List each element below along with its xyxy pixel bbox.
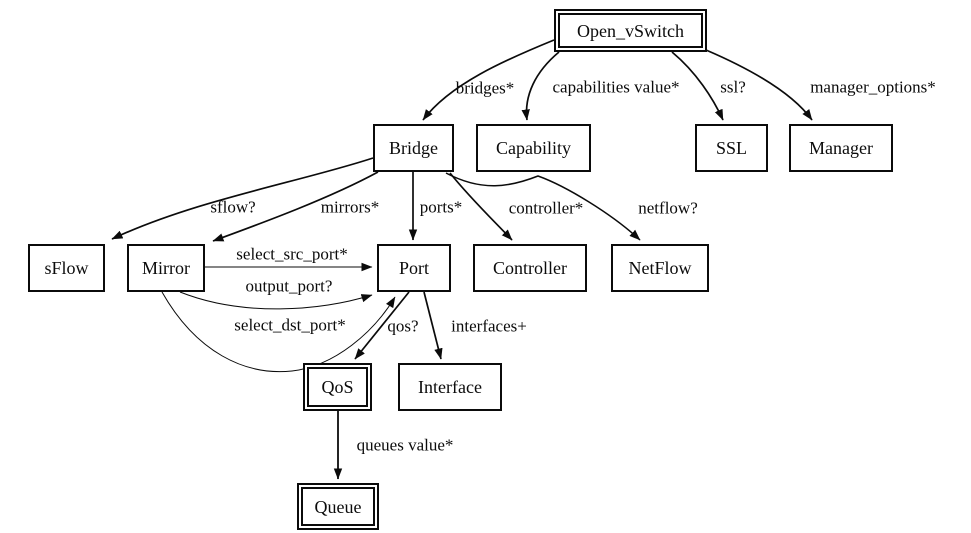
- node-label-netflow: NetFlow: [628, 258, 692, 278]
- edge-label-queues: queues value*: [356, 435, 454, 455]
- node-manager: Manager: [789, 124, 893, 172]
- node-controller: Controller: [473, 244, 587, 292]
- node-queue: Queue: [297, 483, 379, 530]
- edge-label-qos_ref: qos?: [387, 316, 419, 336]
- edge-label-ports: ports*: [419, 197, 463, 217]
- node-label-open_vswitch: Open_vSwitch: [577, 20, 684, 41]
- node-label-mirror: Mirror: [142, 258, 190, 278]
- node-qos: QoS: [303, 363, 372, 411]
- node-sflow: sFlow: [28, 244, 105, 292]
- edge-label-manager_options: manager_options*: [810, 77, 936, 97]
- edge-netflow_ref: [445, 172, 641, 241]
- edge-label-interfaces: interfaces+: [451, 316, 527, 336]
- edge-qos_ref: [354, 291, 410, 360]
- node-port: Port: [377, 244, 451, 292]
- node-label-sflow: sFlow: [44, 258, 89, 278]
- node-border-bridge: Bridge: [375, 126, 452, 170]
- edge-controller_ref: [449, 172, 513, 241]
- node-border-sflow: sFlow: [30, 246, 103, 290]
- node-label-capability: Capability: [496, 138, 571, 158]
- edge-label-bridges: bridges*: [455, 78, 515, 98]
- node-border-controller: Controller: [475, 246, 585, 290]
- node-interface: Interface: [398, 363, 502, 411]
- node-label-ssl: SSL: [715, 138, 748, 158]
- node-border-capability: Capability: [478, 126, 589, 170]
- node-border-ssl: SSL: [697, 126, 766, 170]
- node-border-queue: Queue: [301, 487, 375, 526]
- node-border-interface: Interface: [400, 365, 500, 409]
- edge-label-capabilities: capabilities value*: [552, 77, 680, 97]
- edge-capabilities: [521, 51, 560, 121]
- edge-label-controller_ref: controller*: [508, 198, 584, 218]
- edge-bridges: [422, 39, 555, 121]
- node-border-port: Port: [379, 246, 449, 290]
- node-label-interface: Interface: [418, 377, 482, 397]
- edge-label-ssl_ref: ssl?: [720, 77, 746, 97]
- node-border-manager: Manager: [791, 126, 891, 170]
- edge-interfaces: [423, 291, 443, 360]
- edge-label-output_port: output_port?: [245, 276, 333, 296]
- node-border-netflow: NetFlow: [613, 246, 707, 290]
- node-label-manager: Manager: [809, 138, 873, 158]
- edge-sflow_ref: [111, 157, 374, 240]
- node-bridge: Bridge: [373, 124, 454, 172]
- node-mirror: Mirror: [127, 244, 205, 292]
- edge-output_port: [179, 291, 373, 310]
- node-ssl: SSL: [695, 124, 768, 172]
- node-capability: Capability: [476, 124, 591, 172]
- edge-manager_options: [705, 49, 813, 121]
- node-border-mirror: Mirror: [129, 246, 203, 290]
- edge-select_dst_port: [161, 291, 396, 373]
- edge-mirrors: [212, 171, 379, 242]
- edge-label-select_dst_port: select_dst_port*: [234, 315, 346, 335]
- node-label-port: Port: [398, 258, 429, 278]
- edge-label-mirrors: mirrors*: [320, 197, 380, 217]
- node-border-open_vswitch: Open_vSwitch: [558, 13, 703, 48]
- edge-ssl_ref: [671, 51, 724, 121]
- node-label-queue: Queue: [314, 496, 362, 517]
- node-label-controller: Controller: [493, 258, 567, 278]
- node-label-qos: QoS: [321, 377, 354, 397]
- edge-label-select_src_port: select_src_port*: [236, 244, 348, 264]
- node-netflow: NetFlow: [611, 244, 709, 292]
- edge-label-sflow_ref: sflow?: [210, 197, 256, 217]
- node-label-bridge: Bridge: [389, 138, 438, 158]
- node-open_vswitch: Open_vSwitch: [554, 9, 707, 52]
- node-border-qos: QoS: [307, 367, 368, 407]
- edge-label-netflow_ref: netflow?: [638, 198, 698, 218]
